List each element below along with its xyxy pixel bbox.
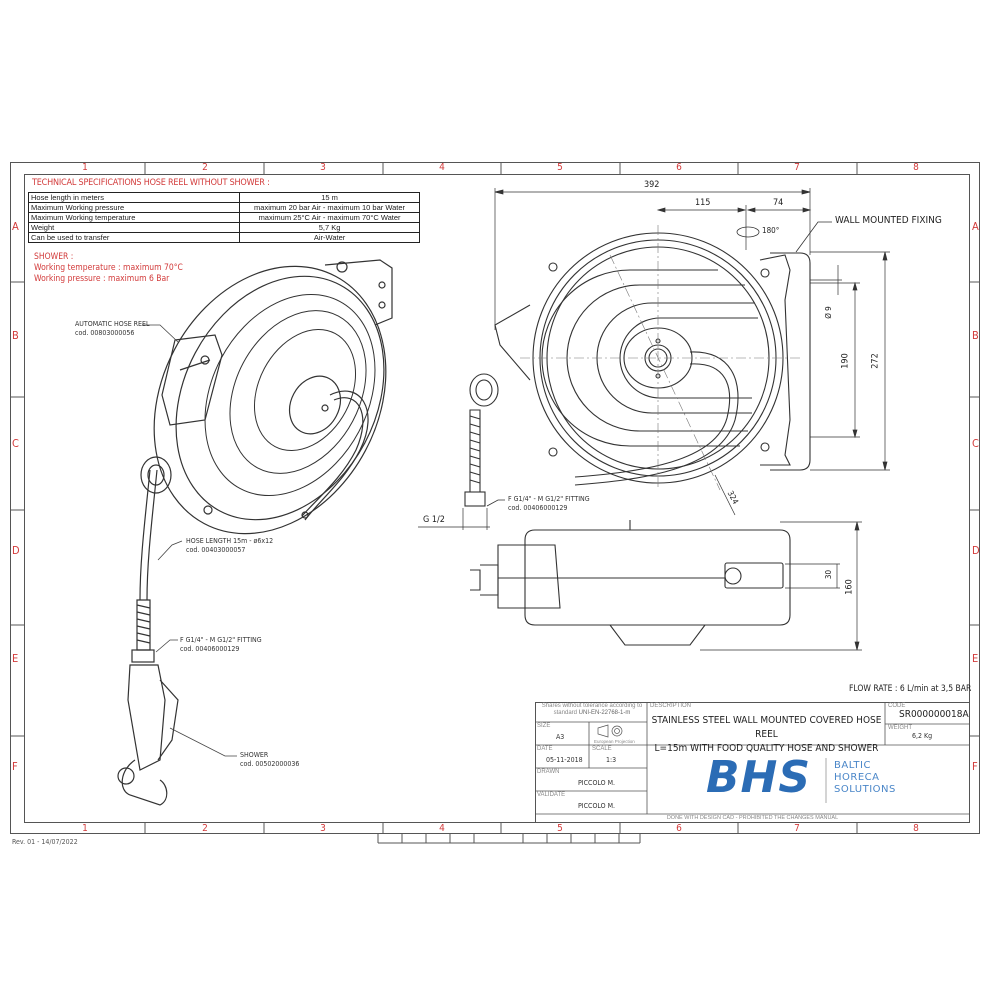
tb-validate: PICCOLO M. — [578, 802, 616, 810]
zone-col-8-top: 8 — [913, 162, 919, 173]
tb-description: STAINLESS STEEL WALL MOUNTED COVERED HOS… — [648, 714, 885, 756]
zone-row-d-left: D — [12, 544, 20, 557]
callout-shower-code: cod. 00502000036 — [240, 760, 300, 768]
tb-tolerance-note: Shares without tolerance according to st… — [541, 703, 643, 716]
zone-row-a-right: A — [972, 220, 979, 233]
drawing-frame-outer — [10, 162, 980, 834]
zone-row-b-right: B — [972, 329, 979, 342]
callout-fitting: F G1/4" - M G1/2" FITTING cod. 004060001… — [180, 636, 262, 654]
tb-scale-label: SCALE — [592, 746, 612, 752]
bhs-logo-line1: BALTIC — [834, 760, 871, 771]
tb-code: SR000000018A — [899, 709, 969, 720]
callout-shower: SHOWER cod. 00502000036 — [240, 751, 299, 769]
zone-col-2-top: 2 — [202, 162, 208, 173]
dim-overall-width: 392 — [644, 180, 660, 190]
zone-col-6-top: 6 — [676, 162, 682, 173]
zone-col-2-bottom: 2 — [202, 823, 208, 834]
tb-description-line1: STAINLESS STEEL WALL MOUNTED COVERED HOS… — [651, 715, 882, 740]
callout-hose-code: cod. 00403000057 — [186, 546, 246, 554]
callout-fitting-front: F G1/4" - M G1/2" FITTING cod. 004060001… — [508, 495, 590, 513]
title-block — [535, 702, 970, 823]
dim-mount-offset: 74 — [773, 198, 784, 208]
zone-col-1-bottom: 1 — [82, 823, 88, 834]
tb-description-line2: L=15m WITH FOOD QUALITY HOSE AND SHOWER — [654, 743, 879, 754]
callout-hose: HOSE LENGTH 15m - ø6x12 cod. 00403000057 — [186, 537, 273, 555]
tb-date: 05-11-2018 — [546, 756, 583, 764]
zone-row-f-left: F — [12, 760, 18, 773]
tb-tolerance: Shares without tolerance according to st… — [538, 703, 646, 717]
tb-description-label: DESCRIPTION — [650, 703, 692, 709]
zone-row-f-right: F — [972, 760, 978, 773]
dim-rotation: 180° — [762, 226, 780, 235]
zone-col-5-bottom: 5 — [557, 823, 563, 834]
tb-scale: 1:3 — [606, 756, 617, 764]
tb-date-label: DATE — [537, 746, 553, 752]
shower-title: SHOWER : — [34, 252, 74, 262]
zone-row-b-left: B — [12, 329, 19, 342]
callout-fitting-front-code: cod. 00406000129 — [508, 504, 568, 512]
tb-tolerance-std: UNI-EN-22768-1-m — [578, 710, 631, 716]
callout-reel-name: AUTOMATIC HOSE REEL — [75, 320, 150, 328]
tb-weight-label: WEIGHT — [888, 725, 912, 731]
tb-projection: European Projection — [594, 739, 635, 744]
callout-shower-name: SHOWER — [240, 751, 269, 759]
shower-specs: SHOWER : Working temperature : maximum 7… — [34, 252, 183, 285]
spec-title: TECHNICAL SPECIFICATIONS HOSE REEL WITHO… — [32, 178, 270, 188]
dim-thread: G 1/2 — [423, 515, 445, 525]
callout-reel: AUTOMATIC HOSE REEL cod. 00803000056 — [75, 320, 150, 338]
zone-col-7-bottom: 7 — [794, 823, 800, 834]
zone-row-c-left: C — [12, 437, 19, 450]
bhs-logo-line2: HORECA — [834, 772, 880, 783]
zone-col-6-bottom: 6 — [676, 823, 682, 834]
zone-row-c-right: C — [972, 437, 979, 450]
zone-col-3-top: 3 — [320, 162, 326, 173]
callout-fitting-name: F G1/4" - M G1/2" FITTING — [180, 636, 262, 644]
tb-size: A3 — [556, 733, 565, 741]
zone-col-1-top: 1 — [82, 162, 88, 173]
dim-center-offset: 115 — [695, 198, 711, 208]
tb-code-label: CODE — [888, 703, 906, 709]
tb-weight: 6,2 Kg — [912, 732, 933, 740]
callout-hose-name: HOSE LENGTH 15m - ø6x12 — [186, 537, 274, 545]
bhs-logo-line3: SOLUTIONS — [834, 784, 896, 795]
tb-drawn: PICCOLO M. — [578, 779, 616, 787]
revision-note: Rev. 01 - 14/07/2022 — [12, 838, 78, 846]
bhs-logo-text: BALTIC HORECA SOLUTIONS — [834, 760, 896, 796]
tb-validate-label: VALIDATE — [537, 792, 566, 798]
zone-col-4-bottom: 4 — [439, 823, 445, 834]
spec-label: Can be used to transfer — [27, 232, 241, 243]
tb-footer: DONE WITH DESIGN CAD - PROHIBITED THE CH… — [666, 815, 839, 821]
shower-pressure: Working pressure : maximum 6 Bar — [34, 274, 170, 284]
callout-fitting-front-name: F G1/4" - M G1/2" FITTING — [508, 495, 590, 503]
zone-col-7-top: 7 — [794, 162, 800, 173]
zone-row-d-right: D — [972, 544, 980, 557]
spec-value: Air-Water — [239, 232, 420, 243]
zone-row-e-right: E — [972, 652, 979, 665]
label-wall-mounted-fixing: WALL MOUNTED FIXING — [835, 215, 942, 226]
drawing-frame-inner — [24, 174, 970, 823]
flow-rate-note: FLOW RATE : 6 L/min at 3,5 BAR — [849, 684, 972, 694]
zone-col-5-top: 5 — [557, 162, 563, 173]
zone-col-4-top: 4 — [439, 162, 445, 173]
bhs-logo-mark: BHS — [706, 752, 812, 803]
callout-fitting-code: cod. 00406000129 — [180, 645, 240, 653]
tb-drawn-label: DRAWN — [537, 769, 560, 775]
shower-temperature: Working temperature : maximum 70°C — [34, 263, 183, 273]
zone-col-3-bottom: 3 — [320, 823, 326, 834]
tb-size-label: SIZE — [537, 723, 551, 729]
zone-col-8-bottom: 8 — [913, 823, 919, 834]
zone-row-e-left: E — [12, 652, 19, 665]
callout-reel-code: cod. 00803000056 — [75, 329, 135, 337]
zone-row-a-left: A — [12, 220, 19, 233]
